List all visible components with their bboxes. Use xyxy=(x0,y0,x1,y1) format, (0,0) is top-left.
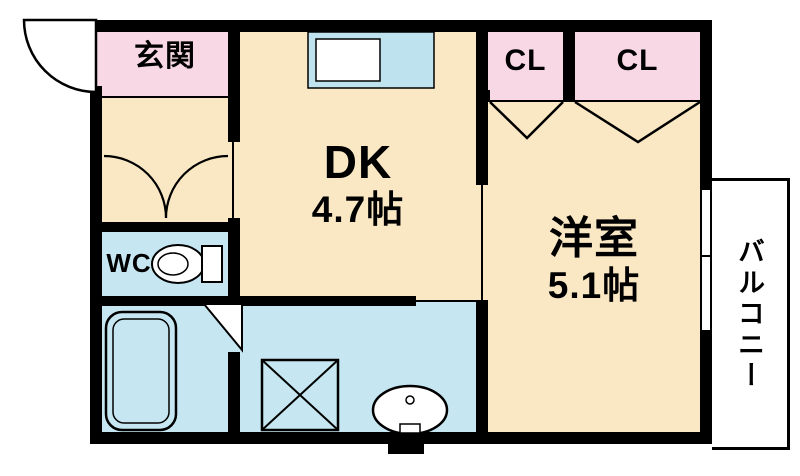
wall-right-lower xyxy=(700,330,712,444)
wall-hall-dk-upper xyxy=(228,32,240,142)
room-western xyxy=(482,100,706,438)
balcony-label: バルコニー xyxy=(734,236,764,392)
wall-cl-stub xyxy=(476,90,490,102)
wall-bottom-stub xyxy=(388,444,424,454)
wall-hall-wc xyxy=(96,222,240,232)
wall-bottom xyxy=(90,432,712,444)
room-hallway xyxy=(96,98,234,228)
wall-bath-washroom xyxy=(228,352,240,432)
room-washroom xyxy=(234,300,482,438)
wall-cl1-cl2 xyxy=(563,32,575,102)
wall-hall-dk-lower xyxy=(228,218,240,306)
room-bathroom xyxy=(96,300,234,438)
entrance-door-arc-icon xyxy=(22,18,98,94)
closet2-label: CL xyxy=(616,44,659,77)
balcony-window-icon xyxy=(700,190,712,330)
hall-door-line xyxy=(232,142,234,218)
dk-size-label: 4.7帖 xyxy=(311,188,405,230)
wall-right-upper xyxy=(700,20,712,190)
genkan-label: 玄関 xyxy=(134,40,196,73)
dk-label-block: DK 4.7帖 xyxy=(234,136,482,231)
wall-top xyxy=(90,20,712,32)
western-room-label: 洋室 xyxy=(549,214,639,263)
cl1-opening-line xyxy=(490,100,563,102)
western-room-label-block: 洋室 5.1帖 xyxy=(482,214,706,307)
room-closet-1 xyxy=(482,26,569,102)
wall-dk-washroom xyxy=(240,296,416,306)
balcony: バルコニー xyxy=(712,178,790,450)
wall-left xyxy=(90,86,102,444)
cl2-opening-line xyxy=(575,100,700,102)
room-closet-2 xyxy=(569,26,706,102)
wc-label: WC xyxy=(106,248,152,278)
western-room-size-label: 5.1帖 xyxy=(547,264,641,306)
dk-label: DK xyxy=(323,136,393,188)
genkan-step-line xyxy=(96,96,234,98)
wall-wc-bath xyxy=(96,296,240,306)
washroom-door-line xyxy=(416,300,482,302)
dk-west-door-line xyxy=(481,185,483,300)
room-genkan xyxy=(96,26,234,98)
wall-dk-west-upper xyxy=(476,32,488,185)
closet1-label: CL xyxy=(504,44,547,77)
wall-dk-west-lower xyxy=(476,300,488,432)
